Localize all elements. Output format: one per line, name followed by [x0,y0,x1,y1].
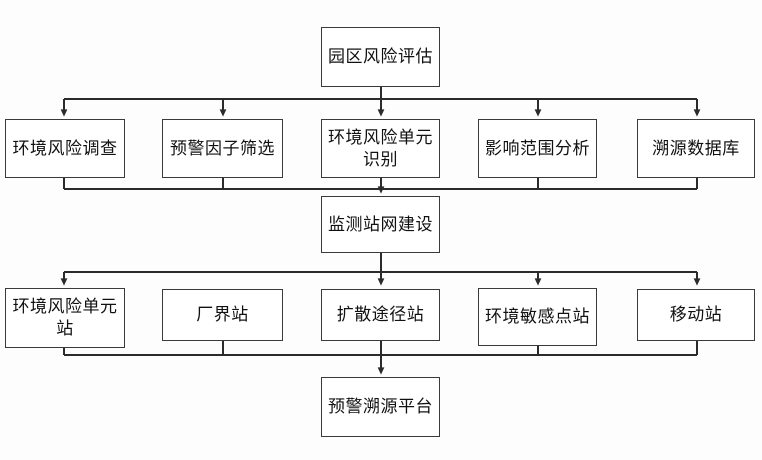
node-plant-boundary-station[interactable]: 厂界站 [162,289,283,341]
node-impact-range-analysis[interactable]: 影响范围分析 [478,119,597,178]
node-label: 环境风险调查 [12,138,118,158]
node-label: 影响范围分析 [485,138,590,158]
node-diffusion-pathway-station[interactable]: 扩散途径站 [321,289,440,341]
node-label: 预警溯源平台 [328,397,433,417]
node-label: 厂界站 [196,305,249,325]
node-label: 园区风险评估 [328,47,433,67]
node-label: 环境风险单元识别 [328,127,433,169]
node-label: 预警因子筛选 [170,138,275,158]
node-mobile-station[interactable]: 移动站 [637,289,755,341]
node-early-warning-factor-screening[interactable]: 预警因子筛选 [162,119,283,178]
node-label: 环境风险单元站 [12,297,118,338]
node-label: 环境敏感点站 [485,307,590,327]
node-park-risk-assessment[interactable]: 园区风险评估 [321,27,440,87]
node-label: 监测站网建设 [328,214,433,234]
node-sensitive-point-station[interactable]: 环境敏感点站 [478,288,597,346]
node-risk-unit-station[interactable]: 环境风险单元站 [5,288,125,348]
node-monitoring-network-construction[interactable]: 监测站网建设 [321,196,440,253]
node-label: 扩散途径站 [336,305,425,325]
node-early-warning-traceability-platform[interactable]: 预警溯源平台 [321,377,440,437]
node-traceability-database[interactable]: 溯源数据库 [637,119,755,178]
node-risk-unit-identification[interactable]: 环境风险单元识别 [321,119,440,178]
node-environmental-risk-survey[interactable]: 环境风险调查 [5,119,125,178]
node-label: 移动站 [669,305,723,325]
node-label: 溯源数据库 [652,138,740,158]
